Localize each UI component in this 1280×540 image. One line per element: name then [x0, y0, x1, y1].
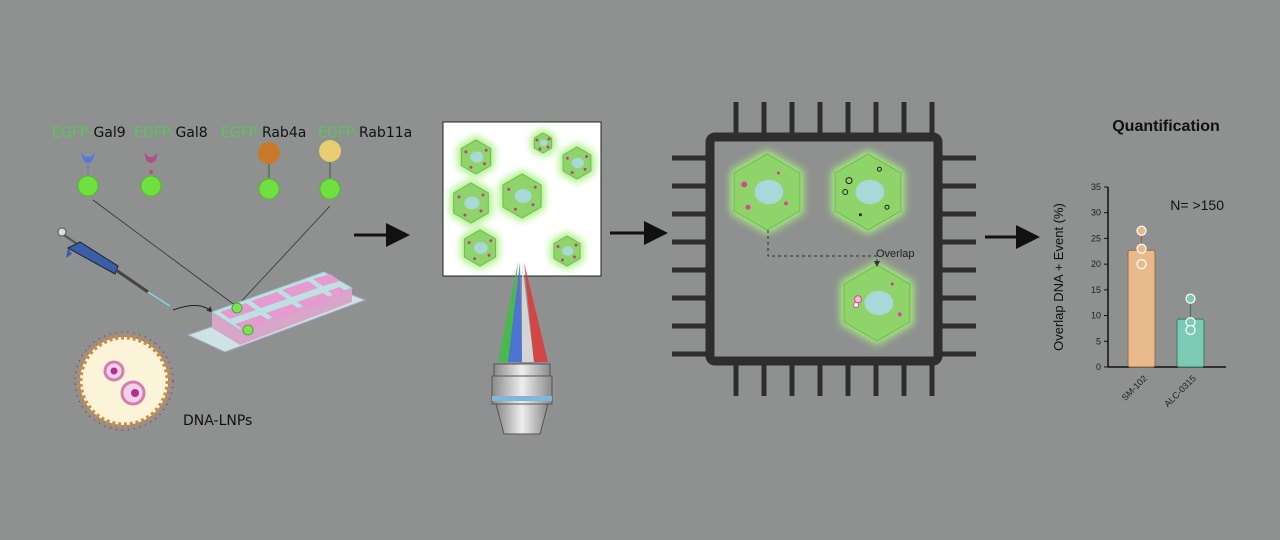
- microscope-objective-icon: [491, 363, 553, 435]
- overlap-dashed-arrow: [767, 230, 880, 267]
- analysis-cells: [730, 150, 914, 345]
- connector-line: [92, 199, 237, 307]
- cell-icon: [450, 179, 492, 227]
- marker-label-gal9: EGFP-Gal9: [52, 125, 126, 141]
- data-point: [1136, 243, 1147, 254]
- cell-icon: [730, 150, 804, 234]
- y-tick-label: 35: [1091, 182, 1101, 192]
- data-point: [1185, 293, 1196, 304]
- data-point: [1136, 225, 1147, 236]
- lnp-particle-icon: [74, 331, 174, 431]
- x-tick-label: SM-102: [1120, 373, 1149, 402]
- microscopy-cells: [450, 129, 595, 270]
- x-tick-label: ALC-0315: [1162, 373, 1198, 409]
- cell-icon: [840, 261, 914, 345]
- data-point: [1185, 324, 1196, 336]
- cell-icon: [550, 232, 584, 270]
- cell-icon: [559, 143, 595, 183]
- gal8-protein-icon: [140, 152, 162, 197]
- processor-chip-pins: [672, 102, 976, 396]
- y-tick-label: 15: [1091, 285, 1101, 295]
- marker-label-gal8: EGFP-Gal8: [134, 125, 208, 141]
- data-point: [1136, 259, 1147, 270]
- chamber-slide-icon: [186, 271, 367, 353]
- chart-title: Quantification: [1112, 118, 1220, 135]
- y-tick-label: 30: [1091, 208, 1101, 218]
- pipette-icon: [57, 227, 171, 307]
- chart-annotation: N= >150: [1170, 197, 1224, 213]
- cell-icon: [457, 136, 495, 178]
- cell-icon: [460, 226, 500, 270]
- lnp-label: DNA-LNPs: [183, 413, 252, 429]
- cell-icon: [499, 170, 545, 222]
- y-tick-label: 5: [1096, 336, 1101, 346]
- y-axis-label: Overlap DNA + Event (%): [1051, 203, 1066, 351]
- connector-line: [236, 205, 331, 307]
- overlap-label: Overlap: [876, 248, 915, 260]
- y-tick-label: 25: [1091, 233, 1101, 243]
- cell-icon: [530, 129, 556, 157]
- rab4a-protein-icon: [258, 142, 280, 200]
- rab11a-protein-icon: [319, 140, 341, 200]
- y-tick-label: 20: [1091, 259, 1101, 269]
- light-beam-icon: [498, 262, 548, 362]
- y-tick-label: 0: [1096, 362, 1101, 372]
- marker-label-rab4a: EGFP-Rab4a: [221, 125, 306, 141]
- gal9-protein-icon: [77, 152, 99, 197]
- marker-labels: EGFP-Gal9 EGFP-Gal8 EGFP-Rab4a EGFP-Rab1…: [52, 125, 412, 141]
- y-tick-label: 10: [1091, 311, 1101, 321]
- marker-label-rab11a: EGFP-Rab11a: [318, 125, 412, 141]
- cell-icon: [831, 150, 905, 234]
- transfer-arrow: [172, 305, 213, 313]
